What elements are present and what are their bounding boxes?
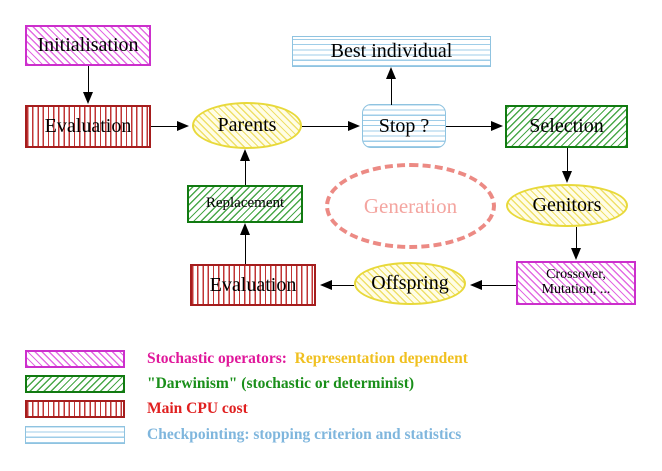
legend-label-spacer: [287, 350, 295, 367]
edge-offspring-to-evaluation: [332, 285, 354, 286]
arrowhead-stop-to-selection: [491, 121, 503, 131]
node-offspring[interactable]: Offspring: [354, 262, 466, 305]
edge-stop-to-selection: [446, 126, 493, 127]
arrowhead-genitors-to-crossover: [571, 248, 581, 260]
node-initialisation[interactable]: Initialisation: [25, 25, 151, 66]
node-stop-label: Stop ?: [378, 114, 430, 137]
arrowhead-evaluation-to-parents: [177, 121, 189, 131]
arrowhead-replacement-to-parents: [240, 149, 250, 161]
node-replacement-label: Replacement: [205, 195, 285, 212]
legend-label-stochastic: Stochastic operators: Representation dep…: [147, 350, 468, 368]
arrowhead-stop-to-best-individual: [386, 67, 396, 79]
legend-row-checkpointing: Checkpointing: stopping criterion and st…: [25, 426, 461, 444]
legend-swatch-green-diagonal-hatch-icon: [25, 375, 125, 393]
node-evaluation-bottom-label: Evaluation: [209, 273, 297, 296]
legend-label-stochastic-part2: Representation dependent: [294, 350, 468, 367]
node-crossover-mutation-label: Crossover, Mutation, ...: [541, 267, 611, 297]
arrowhead-parents-to-stop: [348, 121, 360, 131]
node-genitors[interactable]: Genitors: [506, 184, 628, 227]
node-parents-label: Parents: [217, 114, 277, 137]
arrowhead-offspring-to-evaluation: [320, 280, 332, 290]
legend-row-darwinism: "Darwinism" (stochastic or determinist): [25, 375, 414, 393]
edge-parents-to-stop: [302, 126, 350, 127]
legend-label-darwinism: "Darwinism" (stochastic or determinist): [147, 375, 415, 392]
node-best-individual[interactable]: Best individual: [292, 36, 491, 67]
node-evaluation-bottom[interactable]: Evaluation: [190, 264, 316, 306]
node-selection[interactable]: Selection: [505, 105, 628, 148]
node-selection-label: Selection: [529, 115, 604, 138]
arrowhead-initialisation-to-evaluation: [83, 92, 93, 104]
legend-swatch-red-vertical-hatch-icon: [25, 400, 125, 418]
legend-swatch-magenta-diagonal-hatch-icon: [25, 350, 125, 368]
node-replacement[interactable]: Replacement: [187, 185, 303, 223]
node-stop[interactable]: Stop ?: [362, 104, 446, 148]
node-evaluation-top[interactable]: Evaluation: [25, 105, 151, 148]
edge-evaluation-to-parents: [151, 126, 179, 127]
edge-stop-to-best-individual: [391, 79, 392, 105]
node-best-individual-label: Best individual: [330, 40, 453, 63]
node-initialisation-label: Initialisation: [37, 34, 139, 57]
legend-swatch-blue-horizontal-hatch-icon: [25, 426, 125, 444]
node-generation-label: Generation: [363, 193, 458, 218]
edge-evaluation-to-replacement: [245, 235, 246, 264]
node-crossover-mutation[interactable]: Crossover, Mutation, ...: [516, 261, 636, 305]
legend-row-stochastic: Stochastic operators: Representation dep…: [25, 350, 468, 368]
node-genitors-label: Genitors: [532, 194, 602, 217]
arrowhead-evaluation-to-replacement: [240, 223, 250, 235]
legend-label-stochastic-part1: Stochastic operators:: [147, 350, 287, 367]
node-evaluation-top-label: Evaluation: [44, 115, 132, 138]
edge-selection-to-genitors: [567, 148, 568, 173]
node-generation: Generation: [325, 163, 496, 249]
legend-row-cpu-cost: Main CPU cost: [25, 400, 248, 418]
node-parents[interactable]: Parents: [192, 102, 302, 149]
legend-label-checkpointing: Checkpointing: stopping criterion and st…: [147, 426, 462, 443]
edge-crossover-to-offspring: [482, 285, 516, 286]
arrowhead-crossover-to-offspring: [470, 280, 482, 290]
edge-genitors-to-crossover: [576, 227, 577, 250]
legend-label-cpu-cost: Main CPU cost: [147, 400, 248, 417]
edge-initialisation-to-evaluation: [88, 66, 89, 94]
arrowhead-selection-to-genitors: [562, 171, 572, 183]
node-offspring-label: Offspring: [371, 272, 449, 295]
edge-replacement-to-parents: [245, 161, 246, 185]
